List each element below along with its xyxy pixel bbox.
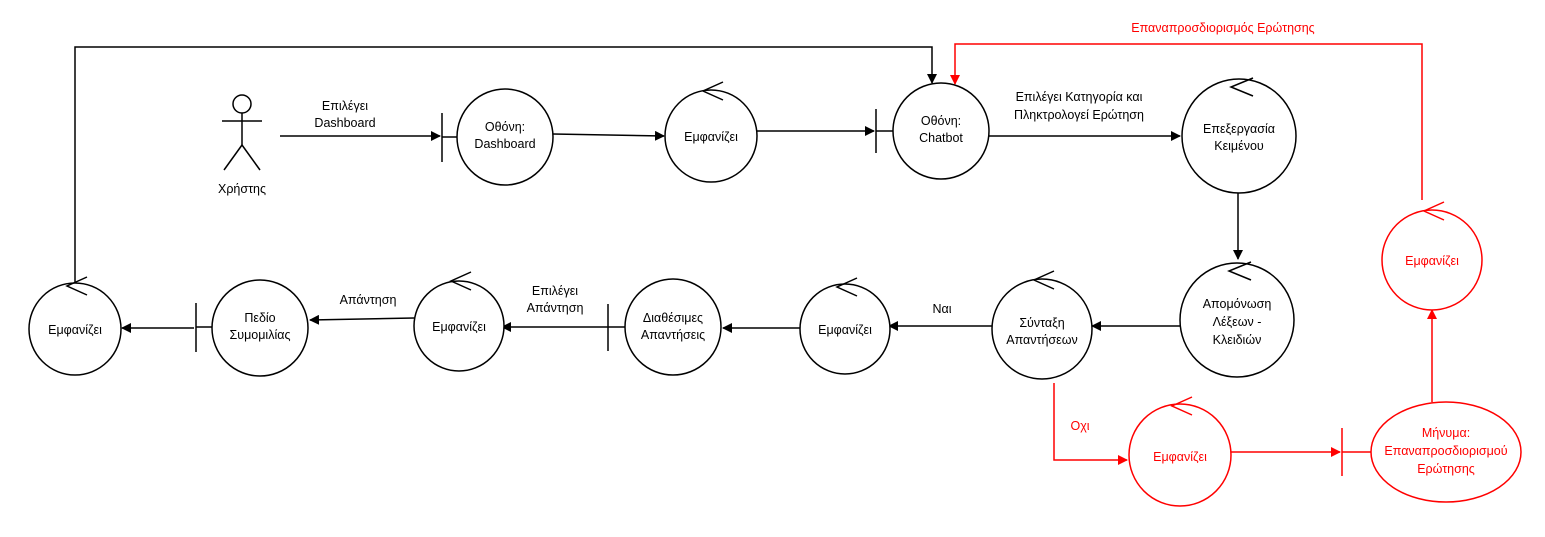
control-answer-compose-label-1: Σύνταξη xyxy=(1019,316,1064,330)
edge-label-rephrase-question: Επαναπροσδιορισμός Ερώτησης xyxy=(1131,21,1314,35)
control-text-processing: Επεξεργασία Κειμένου xyxy=(1181,77,1297,194)
boundary-chat-field-label-1: Πεδίο xyxy=(244,311,275,325)
control-keyword-isolation-label-2: Λέξεων - xyxy=(1213,315,1262,329)
edge-compose-to-red-show xyxy=(1053,383,1128,465)
boundary-chatbot: Οθόνη: Chatbot xyxy=(875,82,990,180)
boundary-available-answers-label-2: Απαντήσεις xyxy=(641,328,705,342)
control-keyword-isolation: Απομόνωση Λέξεων - Κλειδιών xyxy=(1179,261,1295,378)
control-show-red-1: Εμφανίζει xyxy=(1128,396,1232,507)
control-keyword-isolation-label-1: Απομόνωση xyxy=(1203,297,1272,311)
control-show-4-label: Εμφανίζει xyxy=(48,323,102,337)
control-show-red-2: Εμφανίζει xyxy=(1381,201,1483,311)
edge-show-back-to-chatbot xyxy=(74,46,937,282)
control-text-processing-label-1: Επεξεργασία xyxy=(1203,122,1275,136)
boundary-available-answers-label-1: Διαθέσιμες xyxy=(643,311,703,325)
control-answer-compose: Σύνταξη Απαντήσεων xyxy=(991,270,1093,380)
boundary-available-answers: Διαθέσιμες Απαντήσεις xyxy=(607,278,722,376)
actor-user: Χρήστης xyxy=(218,94,266,196)
edge-dashboard-to-show xyxy=(552,130,665,141)
edge-label-answer: Απάντηση xyxy=(340,293,397,307)
boundary-rephrase-message: Μήνυμα: Επαναπροσδιορισμού Ερώτησης xyxy=(1341,401,1522,503)
control-show-3: Εμφανίζει xyxy=(413,271,505,372)
control-text-processing-label-2: Κειμένου xyxy=(1214,139,1264,153)
control-show-4: Εμφανίζει xyxy=(28,276,122,376)
boundary-dashboard-label-1: Οθόνη: xyxy=(485,120,525,134)
boundary-chat-field: Πεδίο Συμομιλίας xyxy=(195,279,309,377)
edge-label-select-category-1: Επιλέγει Κατηγορία και xyxy=(1016,90,1143,104)
control-show-1: Εμφανίζει xyxy=(664,81,758,183)
edge-label-yes: Ναι xyxy=(932,302,951,316)
boundary-chat-field-label-2: Συμομιλίας xyxy=(230,328,291,342)
boundary-rephrase-message-label-2: Επαναπροσδιορισμού xyxy=(1384,444,1507,458)
boundary-rephrase-message-label-1: Μήνυμα: xyxy=(1422,426,1470,440)
control-show-red-1-label: Εμφανίζει xyxy=(1153,450,1207,464)
edge-label-no: Οχι xyxy=(1070,419,1089,433)
boundary-dashboard-label-2: Dashboard xyxy=(474,137,535,151)
control-answer-compose-label-2: Απαντήσεων xyxy=(1006,333,1077,347)
control-show-2-label: Εμφανίζει xyxy=(818,323,872,337)
edge-label-select-category-2: Πληκτρολογεί Ερώτηση xyxy=(1014,108,1144,122)
edge-label-select-dashboard-1: Επιλέγει xyxy=(322,99,368,113)
boundary-rephrase-message-label-3: Ερώτησης xyxy=(1417,462,1475,476)
control-keyword-isolation-label-3: Κλειδιών xyxy=(1213,333,1262,347)
boundary-dashboard: Οθόνη: Dashboard xyxy=(441,88,554,186)
edge-show-to-chat-field xyxy=(309,314,415,325)
edge-red-show-back-to-chatbot xyxy=(950,43,1423,200)
boundary-chatbot-label-1: Οθόνη: xyxy=(921,114,961,128)
control-show-1-label: Εμφανίζει xyxy=(684,130,738,144)
control-show-2: Εμφανίζει xyxy=(799,277,891,375)
control-show-red-2-label: Εμφανίζει xyxy=(1405,254,1459,268)
edge-label-select-answer-1: Επιλέγει xyxy=(532,284,578,298)
boundary-chatbot-label-2: Chatbot xyxy=(919,131,963,145)
actor-label: Χρήστης xyxy=(218,182,266,196)
edge-label-select-dashboard-2: Dashboard xyxy=(314,116,375,130)
control-show-3-label: Εμφανίζει xyxy=(432,320,486,334)
edge-label-select-answer-2: Απάντηση xyxy=(527,301,584,315)
